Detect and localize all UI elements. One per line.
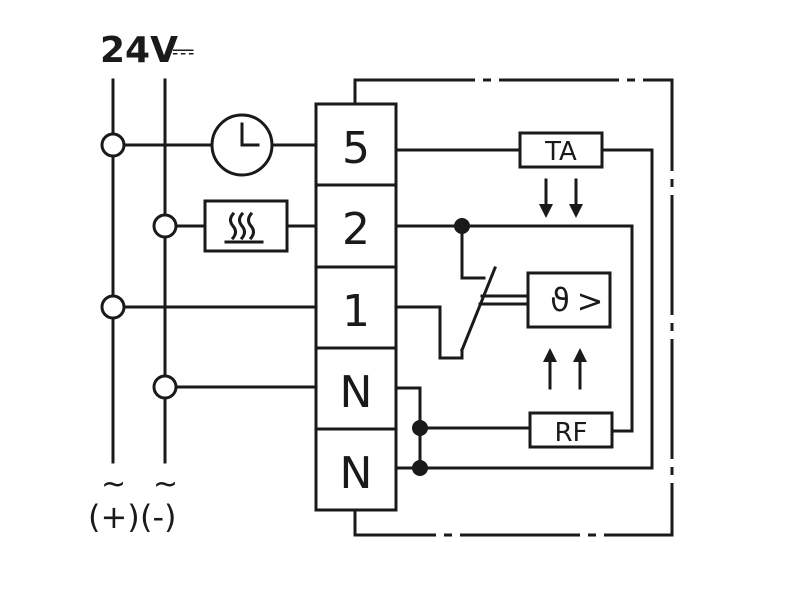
supply-voltage-label: 24V (100, 30, 178, 71)
switch-fixed-contact (460, 224, 486, 280)
sensor-symbol: ϑ (550, 281, 570, 319)
wire-2-right (394, 224, 634, 433)
enclosure-outline (353, 78, 674, 537)
junction-n-lower (412, 460, 428, 476)
ac-symbol-plus: ~ (101, 467, 126, 502)
plus-label: (+) (88, 498, 140, 536)
switch-blade (460, 266, 497, 352)
junction-n-upper (412, 420, 428, 436)
terminal-5-label: 5 (342, 123, 370, 174)
heater-icon (203, 199, 289, 253)
junction-plus-1 (100, 294, 126, 320)
arrows-down-icon (539, 178, 583, 218)
wire-1-switch (394, 305, 464, 360)
dc-symbol: ⎓ (172, 34, 194, 67)
junction-plus-5 (100, 132, 126, 158)
terminal-1-label: 1 (342, 286, 370, 337)
wire-n-bus (394, 386, 422, 470)
ta-label: TA (544, 137, 577, 167)
junction-minus-n (152, 374, 178, 400)
sensor-box (526, 271, 612, 329)
wire-ta-return (418, 148, 654, 470)
clock-icon (210, 113, 274, 177)
terminal-block (314, 102, 398, 512)
sensor-arrow: > (577, 282, 604, 320)
terminal-2-label: 2 (342, 204, 370, 255)
ta-box (518, 131, 604, 169)
rf-box (528, 411, 614, 449)
arrows-up-icon (543, 348, 587, 390)
minus-label: (-) (140, 498, 177, 536)
junction-minus-2 (152, 213, 178, 239)
ac-symbol-minus: ~ (153, 467, 178, 502)
terminal-n1-label: N (340, 367, 373, 418)
rf-label: RF (554, 418, 587, 448)
terminal-n2-label: N (340, 448, 373, 499)
